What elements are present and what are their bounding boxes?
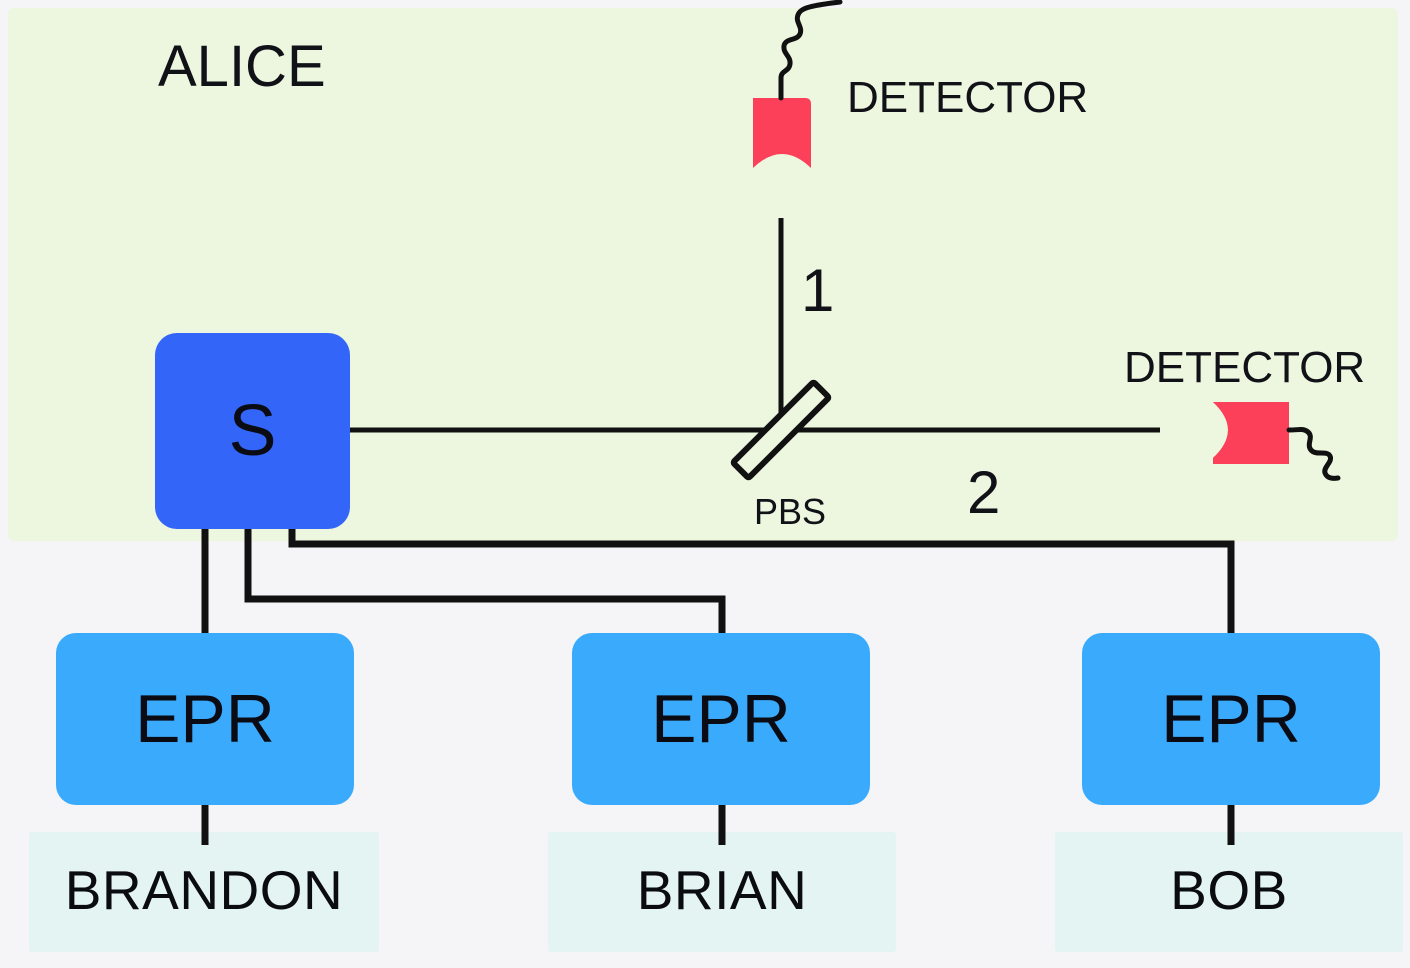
party-label-bob: BOB: [1170, 859, 1288, 921]
detector-top: [753, 0, 843, 168]
detector-top-body: [753, 98, 811, 168]
wire-source-to-epr-bob: [288, 529, 1235, 633]
epr-box-brian[interactable]: EPR: [572, 633, 870, 805]
party-label-brian: BRIAN: [636, 859, 808, 921]
detector-right-body-fix: [1213, 402, 1289, 464]
path-1-label: 1: [801, 257, 835, 324]
party-label-brandon: BRANDON: [64, 859, 344, 921]
detector-right-wire-icon: [1286, 427, 1341, 481]
epr-box-brandon[interactable]: EPR: [56, 633, 354, 805]
path-2-label: 2: [967, 459, 1001, 526]
party-region-brian: [548, 832, 896, 952]
epr-box-label: EPR: [135, 681, 275, 757]
epr-box-label: EPR: [651, 681, 791, 757]
epr-box-label: EPR: [1161, 681, 1301, 757]
detector-right-label: DETECTOR: [1124, 343, 1366, 392]
source-box-label: S: [228, 391, 277, 471]
pbs-label: PBS: [754, 491, 827, 532]
wire-source-to-epr-brian: [244, 529, 726, 633]
alice-region-label: ALICE: [158, 34, 326, 99]
party-region-brandon: [29, 832, 379, 952]
polarizing-beam-splitter: [730, 379, 832, 481]
party-region-bob: [1055, 832, 1403, 952]
epr-box-bob[interactable]: EPR: [1082, 633, 1380, 805]
detector-top-wire-icon: [778, 0, 843, 101]
detector-right: [1213, 402, 1341, 481]
source-box[interactable]: S: [155, 333, 350, 529]
detector-top-label: DETECTOR: [847, 73, 1089, 122]
